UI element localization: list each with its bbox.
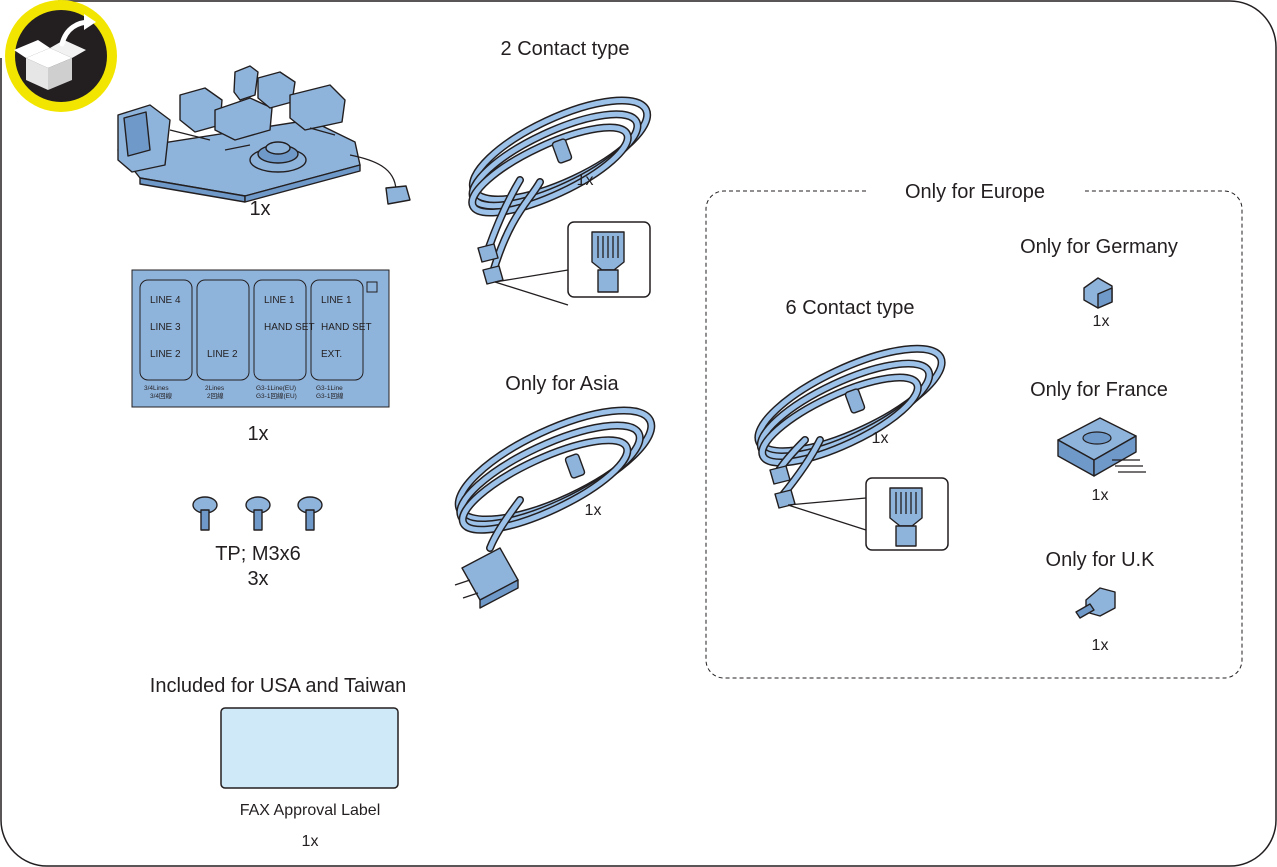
screw-icon — [297, 496, 323, 531]
france-adapter — [1057, 417, 1146, 477]
fax-board-qty: 1x — [249, 198, 270, 220]
usa-label-title: Included for USA and Taiwan — [150, 675, 406, 697]
line-label-sheet: LINE 4 LINE 3 LINE 2 LINE 2 LINE 1 HAND … — [131, 269, 390, 445]
label-opt2b: G3-1回線(EU) — [256, 391, 297, 400]
label-line1b: LINE 1 — [321, 295, 352, 306]
germany-adapter — [1083, 277, 1113, 309]
label-opt4: 3/4Lines — [144, 385, 169, 392]
label-opt4b: 3/4回線 — [150, 391, 173, 400]
label-opt3: 2Lines — [205, 385, 225, 392]
europe-section: Only for Europe 6 Contact type 1x Only f… — [705, 181, 1243, 679]
label-opt1b: G3-1回線 — [316, 391, 344, 400]
open-box-icon — [5, 0, 117, 112]
cable-2contact-qty: 1x — [577, 172, 594, 189]
screw-spec: TP; M3x6 — [215, 543, 301, 565]
screw-icon — [192, 496, 218, 531]
europe-title: Only for Europe — [905, 181, 1045, 203]
screw-qty: 3x — [247, 568, 268, 590]
cable-asia: Only for Asia 1x — [454, 373, 656, 609]
uk-title: Only for U.K — [1046, 549, 1156, 571]
cable-asia-title: Only for Asia — [505, 373, 619, 395]
france-title: Only for France — [1030, 379, 1168, 401]
germany-qty: 1x — [1093, 313, 1110, 330]
france-qty: 1x — [1092, 487, 1109, 504]
label-opt1: G3-1Line — [316, 385, 343, 392]
europe-box — [705, 190, 1243, 679]
germany-title: Only for Germany — [1020, 236, 1178, 258]
line-label-qty: 1x — [247, 423, 268, 445]
cable-6contact-title: 6 Contact type — [786, 297, 915, 319]
usa-label-section: Included for USA and Taiwan FAX Approval… — [150, 675, 406, 850]
usa-label-name: FAX Approval Label — [240, 802, 381, 819]
label-handset-b: HAND SET — [321, 322, 372, 333]
label-handset-a: HAND SET — [264, 322, 315, 333]
uk-adapter — [1075, 587, 1116, 619]
label-line2a: LINE 2 — [150, 349, 181, 360]
label-line3: LINE 3 — [150, 322, 181, 333]
label-line1a: LINE 1 — [264, 295, 295, 306]
usa-label-qty: 1x — [302, 833, 319, 850]
fax-approval-label — [220, 707, 399, 789]
cable-asia-qty: 1x — [585, 502, 602, 519]
cable-2contact-title: 2 Contact type — [501, 38, 630, 60]
uk-qty: 1x — [1092, 637, 1109, 654]
label-opt2: G3-1Line(EU) — [256, 385, 296, 392]
label-line4: LINE 4 — [150, 295, 181, 306]
cable-2contact: 2 Contact type 1x — [468, 38, 652, 306]
label-line2b: LINE 2 — [207, 349, 238, 360]
screw-icon — [245, 496, 271, 531]
screws: TP; M3x6 3x — [192, 496, 323, 590]
fax-board: 1x — [117, 65, 411, 220]
label-opt3b: 2回線 — [207, 391, 224, 400]
cable-6contact-qty: 1x — [872, 430, 889, 447]
label-ext: EXT. — [321, 349, 342, 360]
